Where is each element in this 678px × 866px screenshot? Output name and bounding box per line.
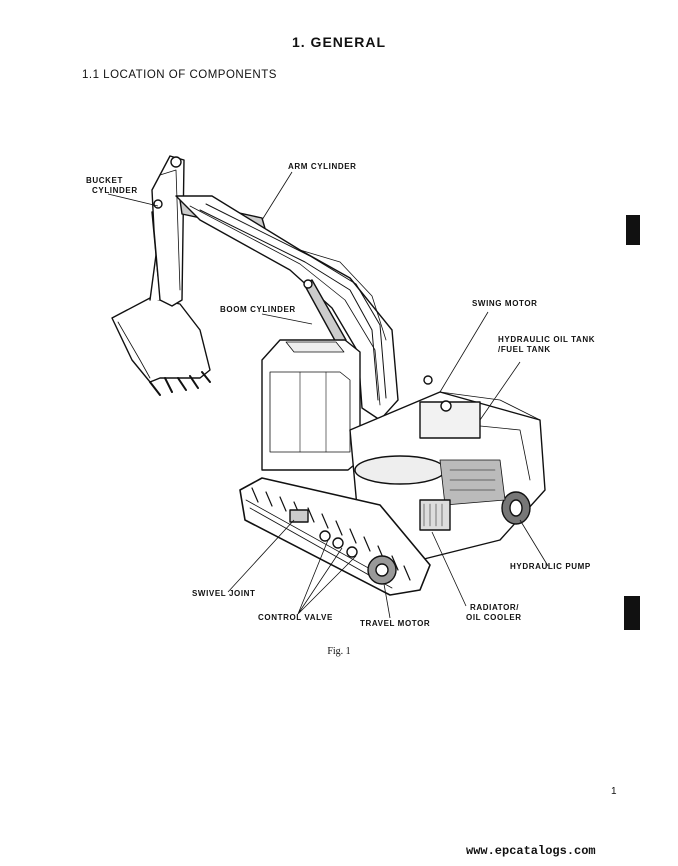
page-number: 1 — [611, 786, 617, 797]
figure-caption: Fig. 1 — [327, 646, 351, 657]
label-bucket-cylinder-line2: CYLINDER — [92, 186, 138, 195]
radiator — [419, 499, 451, 531]
label-control-valve: CONTROL VALVE — [258, 613, 333, 622]
leader-lines — [107, 171, 549, 619]
label-radiator-line2: OIL COOLER — [466, 613, 522, 622]
section-title: 1.1 LOCATION OF COMPONENTS — [82, 69, 277, 81]
label-hydraulic-oil-tank-line1: HYDRAULIC OIL TANK — [498, 335, 596, 344]
arm — [151, 155, 185, 307]
label-swing-motor: SWING MOTOR — [472, 299, 538, 308]
chapter-title: 1. GENERAL — [291, 34, 386, 50]
thumb-index-tab-bottom — [624, 596, 640, 630]
label-bucket-cylinder-line1: BUCKET — [86, 176, 123, 185]
swivel-joint — [289, 509, 309, 523]
label-radiator-line1: RADIATOR/ — [470, 603, 520, 612]
label-hydraulic-pump: HYDRAULIC PUMP — [510, 562, 591, 571]
label-travel-motor: TRAVEL MOTOR — [360, 619, 431, 628]
cab — [261, 339, 361, 471]
bucket — [111, 297, 211, 383]
label-arm-cylinder: ARM CYLINDER — [288, 162, 357, 171]
thumb-index-tab-top — [626, 215, 640, 245]
swing-circle — [354, 455, 446, 485]
watermark: www.epcatalogs.com — [466, 844, 596, 858]
label-hydraulic-oil-tank-line2: /FUEL TANK — [498, 345, 551, 354]
label-swivel-joint: SWIVEL JOINT — [192, 589, 256, 598]
label-boom-cylinder: BOOM CYLINDER — [220, 305, 296, 314]
